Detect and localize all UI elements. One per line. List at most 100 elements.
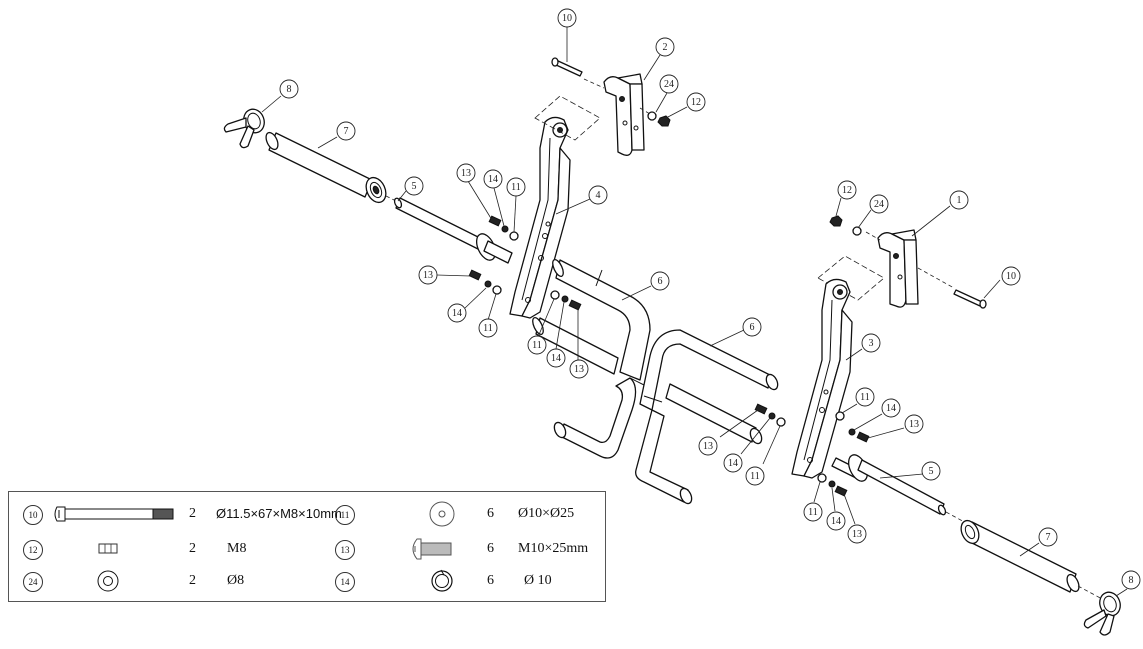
callout-number: 7 (1046, 532, 1051, 543)
callout-number: 3 (869, 338, 874, 349)
callout-number: 11 (860, 392, 870, 403)
part-spec: Ø10×Ø25 (518, 506, 575, 521)
callout-c11-f: 11 (803, 502, 823, 522)
callout-circle (837, 180, 857, 200)
spring-washer-icon (431, 569, 453, 592)
sleeve-tube-left (265, 131, 387, 204)
fastener-set-a (488, 215, 519, 241)
part-number-badge: 10 (23, 505, 43, 525)
callout-number: 13 (852, 529, 862, 540)
callout-number: 11 (808, 507, 818, 518)
part-spec: Ø11.5×67×M8×10mm (216, 506, 342, 521)
callout-c3: 3 (861, 333, 881, 353)
callout-number: 14 (728, 458, 738, 469)
part-number-badge: 12 (23, 540, 43, 560)
callout-c24-top: 24 (659, 74, 679, 94)
part-spec: Ø8 (227, 573, 245, 588)
callout-circle (921, 461, 941, 481)
callout-number: 4 (596, 190, 601, 201)
sleeve-tube-right (960, 519, 1080, 593)
callout-number: 8 (1129, 575, 1134, 586)
pin-left (393, 197, 513, 264)
callout-circle (447, 303, 467, 323)
callout-number: 11 (483, 323, 493, 334)
callout-c14-a: 14 (483, 169, 503, 189)
callout-circle (546, 348, 566, 368)
callout-number: 5 (412, 181, 417, 192)
part-spec: M10×25mm (518, 541, 589, 556)
callout-number: 7 (344, 126, 349, 137)
callout-number: 24 (664, 79, 674, 90)
parts-row: 12 2 M8 13 6 M10×25mm (9, 534, 607, 564)
callout-c13-f: 13 (847, 524, 867, 544)
long-bolt-top (551, 57, 583, 77)
callout-circle (279, 79, 299, 99)
callout-number: 13 (703, 441, 713, 452)
callout-c14-f: 14 (826, 511, 846, 531)
callout-number: 13 (461, 168, 471, 179)
callout-circle (418, 265, 438, 285)
callout-circle (686, 92, 706, 112)
callout-number: 14 (488, 174, 498, 185)
part-number-badge: 13 (335, 540, 355, 560)
callout-c8-right: 8 (1121, 570, 1141, 590)
upright-bracket-right (791, 278, 853, 479)
callout-circle (847, 524, 867, 544)
callout-number: 14 (551, 353, 561, 364)
callout-c2: 2 (655, 37, 675, 57)
washer-nut-top (647, 111, 671, 127)
callout-circle (1001, 266, 1021, 286)
part-quantity: 2 (189, 573, 196, 588)
callout-circle (881, 398, 901, 418)
callout-number: 14 (831, 516, 841, 527)
callout-number: 13 (909, 419, 919, 430)
callout-c14-d: 14 (881, 398, 901, 418)
callout-circle (483, 169, 503, 189)
callout-circle (698, 436, 718, 456)
callout-c6-b: 6 (742, 317, 762, 337)
parts-row: 24 2 Ø8 14 6 Ø 10 (9, 566, 607, 596)
callout-c11-e: 11 (745, 466, 765, 486)
callout-circle (904, 414, 924, 434)
callout-number: 11 (532, 340, 542, 351)
callout-number: 10 (562, 13, 572, 24)
part-quantity: 2 (189, 506, 196, 521)
callout-circle (456, 163, 476, 183)
callout-circle (949, 190, 969, 210)
callout-c12-right: 12 (837, 180, 857, 200)
callout-circle (826, 511, 846, 531)
callout-circle (803, 502, 823, 522)
callout-c24-right: 24 (869, 194, 889, 214)
callout-c11-b: 11 (478, 318, 498, 338)
callout-c13-d: 13 (904, 414, 924, 434)
part-quantity: 6 (487, 541, 494, 556)
screw-icon (412, 538, 452, 560)
callout-circle (1038, 527, 1058, 547)
callout-circle (742, 317, 762, 337)
callout-number: 1 (957, 195, 962, 206)
callout-circle (861, 333, 881, 353)
callout-number: 12 (691, 97, 701, 108)
callout-c5-right: 5 (921, 461, 941, 481)
callout-circle (336, 121, 356, 141)
part-quantity: 6 (487, 573, 494, 588)
callout-c14-c: 14 (546, 348, 566, 368)
callout-c13-a: 13 (456, 163, 476, 183)
part-quantity: 6 (487, 506, 494, 521)
callout-circle (1121, 570, 1141, 590)
callout-circle (557, 8, 577, 28)
callout-number: 14 (452, 308, 462, 319)
parts-row: 10 2 Ø11.5×67×M8×10mm 11 6 Ø10×Ø25 (9, 499, 607, 529)
part-number-badge: 24 (23, 572, 43, 592)
callout-number: 6 (750, 322, 755, 333)
callout-c13-b: 13 (418, 265, 438, 285)
upright-bracket-left (509, 116, 571, 319)
callout-number: 14 (886, 403, 896, 414)
part-spec: M8 (227, 541, 247, 556)
washer-icon (97, 570, 119, 592)
callout-number: 6 (658, 276, 663, 287)
pin-right (831, 454, 947, 516)
callout-c14-e: 14 (723, 453, 743, 473)
